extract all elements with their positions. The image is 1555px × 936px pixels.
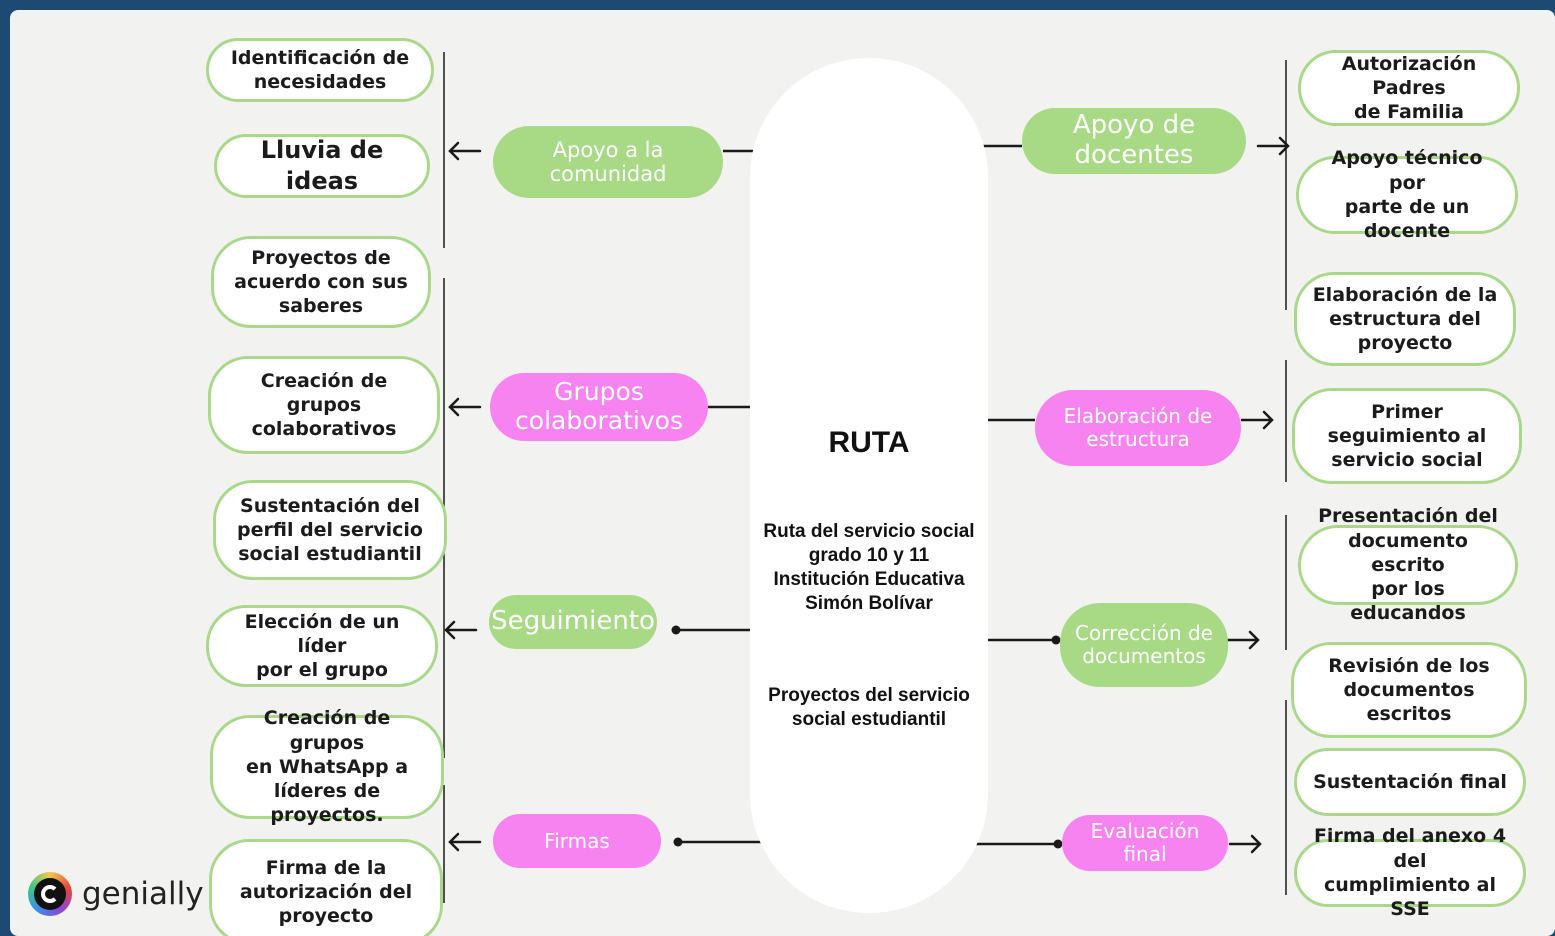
right-branch-2-item-1: Primer seguimiento al servicio social <box>1292 388 1522 484</box>
right-branch-2-label: Elaboración de estructura <box>1035 390 1241 466</box>
right-branch-4-item-1: Sustentación final <box>1294 748 1526 816</box>
left-branch-2-item-2: Creación de grupos colaborativos <box>208 356 440 454</box>
right-branch-1-item-1: Autorización Padres de Familia <box>1298 50 1520 126</box>
left-branch-4-label: Firmas <box>493 814 661 868</box>
center-description: Ruta del servicio social grado 10 y 11 I… <box>763 521 975 615</box>
right-branch-3-label: Corrección de documentos <box>1060 603 1228 687</box>
center-title: RUTA <box>828 426 910 459</box>
left-branch-1-label: Apoyo a la comunidad <box>493 126 723 198</box>
left-arrow-2-icon <box>448 397 482 417</box>
right-connector-dot-4 <box>1053 839 1063 849</box>
left-branch-2-item-1: Proyectos de acuerdo con sus saberes <box>211 236 431 328</box>
left-branch-2-label: Grupos colaborativos <box>490 373 708 441</box>
right-branch-4-item-2: Firma del anexo 4 del cumplimiento al SS… <box>1294 825 1526 920</box>
left-branch-3-label: Seguimiento <box>489 595 657 649</box>
connector-lines <box>443 52 1290 903</box>
right-arrow-4-icon <box>1228 834 1262 854</box>
genially-logo-icon <box>28 872 72 916</box>
center-node <box>750 58 988 913</box>
right-branch-1-item-2: Apoyo técnico por parte de un docente <box>1296 147 1518 242</box>
left-branch-1-item-1: Identificación de necesidades <box>206 38 434 102</box>
right-branch-1-label: Apoyo de docentes <box>1022 108 1246 174</box>
right-branch-4-label: Evaluación final <box>1062 815 1228 871</box>
right-arrow-2-icon <box>1240 410 1274 430</box>
right-branch-3-item-1: Presentación del documento escrito por l… <box>1298 505 1518 624</box>
left-branch-4-item-1: Firma de la autorización del proyecto <box>209 839 443 936</box>
left-connector-dot-4 <box>673 837 683 847</box>
left-arrow-3-icon <box>444 620 478 640</box>
right-branch-1-item-3: Elaboración de la estructura del proyect… <box>1294 272 1516 366</box>
left-connector-dot-3 <box>671 625 681 635</box>
right-arrow-3-icon <box>1226 630 1260 650</box>
right-connector-dot-3 <box>1051 635 1061 645</box>
left-branch-3-item-1: Elección de un líder por el grupo <box>206 605 438 687</box>
left-branch-2-item-3: Sustentación del perfil del servicio soc… <box>213 480 447 580</box>
center-subtitle: Proyectos del servicio social estudianti… <box>768 685 970 731</box>
left-arrow-1-icon <box>448 141 482 161</box>
left-arrow-4-icon <box>448 832 482 852</box>
right-arrow-1-icon <box>1256 136 1290 156</box>
left-branch-1-item-2: Lluvia de ideas <box>214 134 430 198</box>
left-branch-3-item-2: Creación de grupos en WhatsApp a líderes… <box>210 707 444 826</box>
right-branch-3-item-2: Revisión de los documentos escritos <box>1291 642 1527 738</box>
diagram-canvas: Apoyo a la comunidad Identificación de ne… <box>10 10 1555 936</box>
genially-logo-text: genially <box>82 876 204 912</box>
